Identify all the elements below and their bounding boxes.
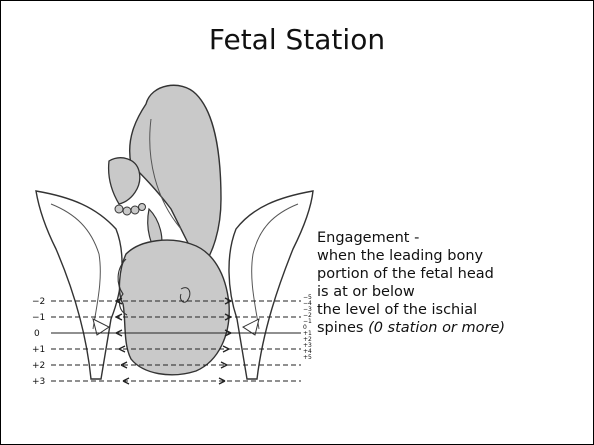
fetal-foot (109, 158, 140, 204)
caption-line: spines (317, 320, 368, 336)
caption-line: the level of the ischial (317, 301, 587, 319)
pelvis-left-wing (36, 191, 122, 379)
station-left-label: 0 (34, 329, 40, 339)
fetal-station-illustration: −2 −1 0 +1 +2 +3 −5 −4 −3 −2 −1 0 +1 +2 … (31, 79, 316, 399)
pelvis-right-wing (229, 191, 313, 379)
caption-line: portion of the fetal head (317, 265, 587, 283)
caption-last-line: spines (0 station or more) (317, 319, 587, 337)
slide-title: Fetal Station (1, 23, 593, 56)
station-left-label: −2 (32, 297, 45, 307)
station-left-label: +2 (32, 361, 45, 371)
toes (115, 204, 146, 216)
caption-line: is at or below (317, 283, 587, 301)
station-right-label: +5 (303, 354, 312, 361)
engagement-caption: Engagement - when the leading bony porti… (317, 229, 587, 337)
caption-line: Engagement - (317, 229, 587, 247)
station-left-label: +1 (32, 345, 45, 355)
caption-line: when the leading bony (317, 247, 587, 265)
caption-note: (0 station or more) (368, 320, 505, 336)
station-left-label: −1 (32, 313, 45, 323)
fetal-head (119, 240, 229, 375)
station-left-label: +3 (32, 377, 45, 387)
